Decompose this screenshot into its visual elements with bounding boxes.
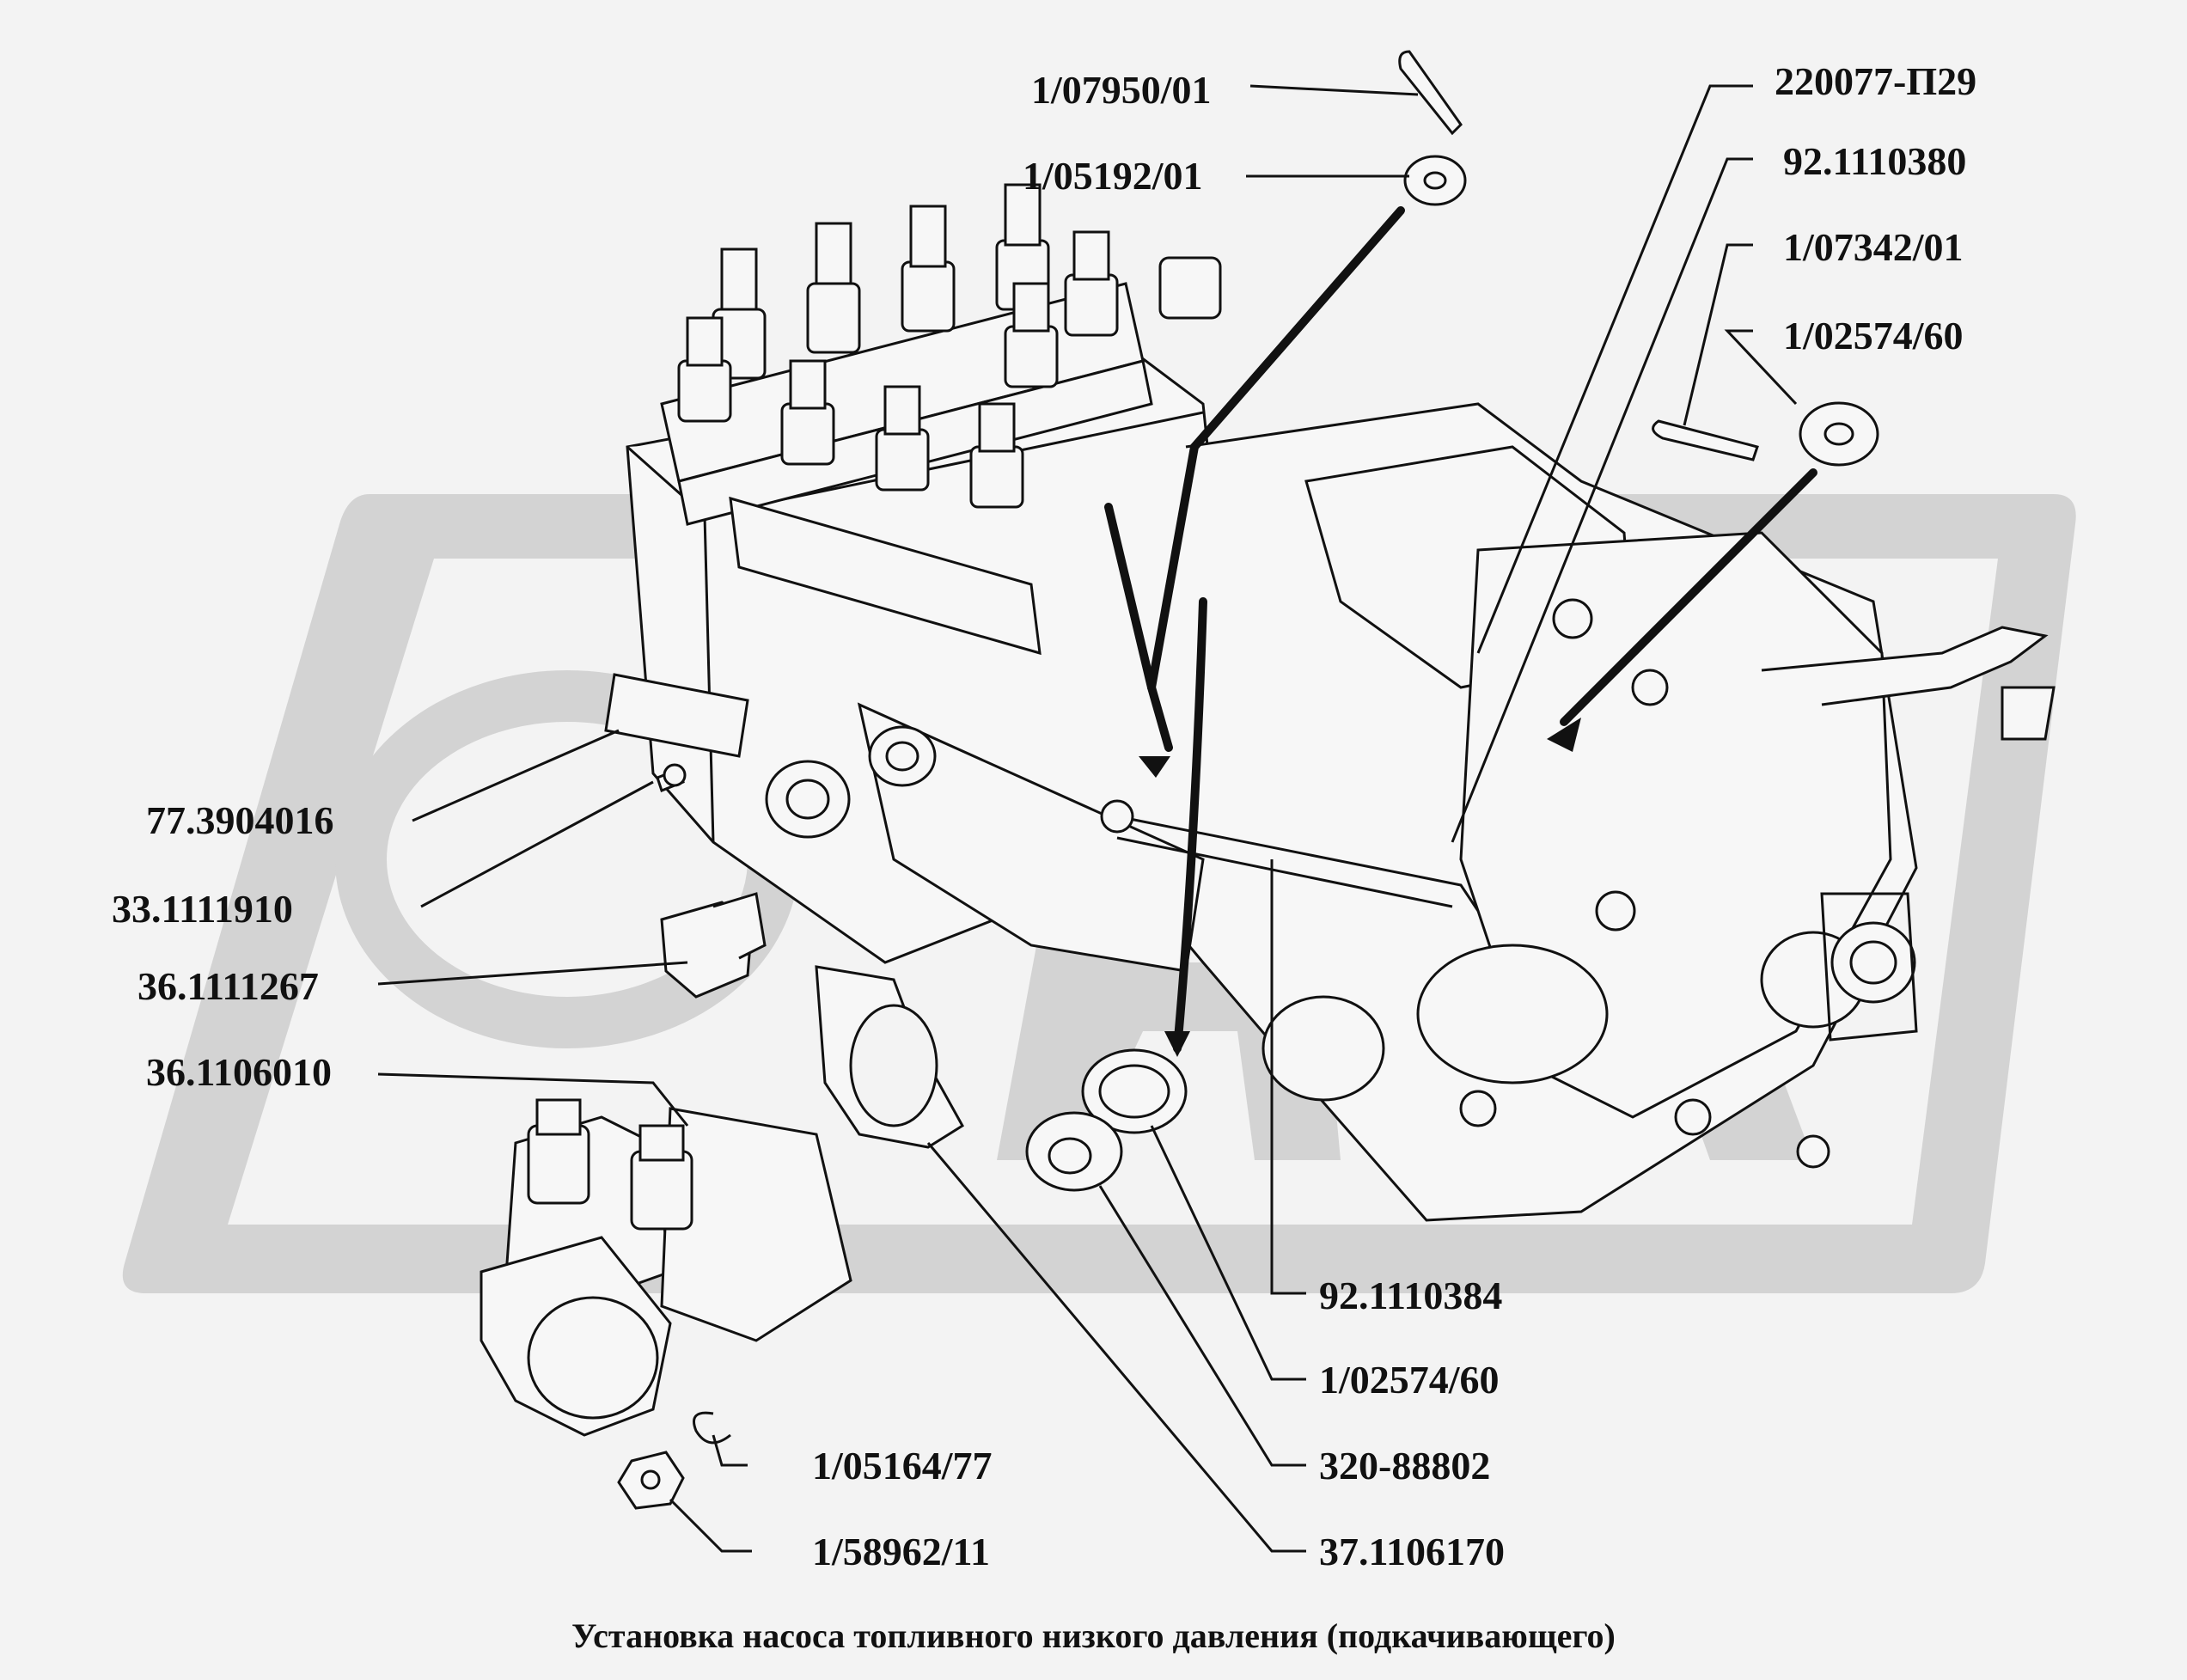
part-label-1-02574-60-bottom: 1/02574/60 [1319, 1358, 1500, 1402]
leader-lines [377, 84, 1798, 1553]
assembly-arrows [1104, 206, 1817, 1053]
part-label-36-1106010: 36.1106010 [146, 1050, 332, 1094]
part-label-320-88802: 320-88802 [1319, 1444, 1491, 1488]
part-label-36-1111267: 36.1111267 [137, 964, 319, 1008]
part-label-92-1110380: 92.1110380 [1783, 139, 1967, 183]
delivery-valve-holders [660, 183, 1222, 656]
part-label-77-3904016: 77.3904016 [146, 798, 334, 842]
part-label-1-02574-60-top: 1/02574/60 [1783, 314, 1964, 357]
part-label-1-05164-77: 1/05164/77 [812, 1444, 993, 1488]
part-label-220077-p29: 220077-П29 [1775, 59, 1977, 103]
part-label-92-1110384: 92.1110384 [1319, 1274, 1503, 1317]
part-label-1-05192-01: 1/05192/01 [1023, 154, 1203, 198]
arrow-heads [1139, 718, 1581, 1057]
part-label-1-07950-01: 1/07950/01 [1031, 68, 1212, 112]
part-label-37-1106170: 37.1106170 [1319, 1530, 1505, 1573]
part-label-1-07342-01: 1/07342/01 [1783, 225, 1964, 269]
part-label-33-1111910: 33.1111910 [112, 887, 293, 931]
fuel-tube [1100, 799, 1480, 912]
exploded-parts [480, 50, 1879, 1510]
figure-caption: Установка насоса топливного низкого давл… [571, 1616, 1616, 1655]
part-label-1-58962-11: 1/58962/11 [812, 1530, 991, 1573]
